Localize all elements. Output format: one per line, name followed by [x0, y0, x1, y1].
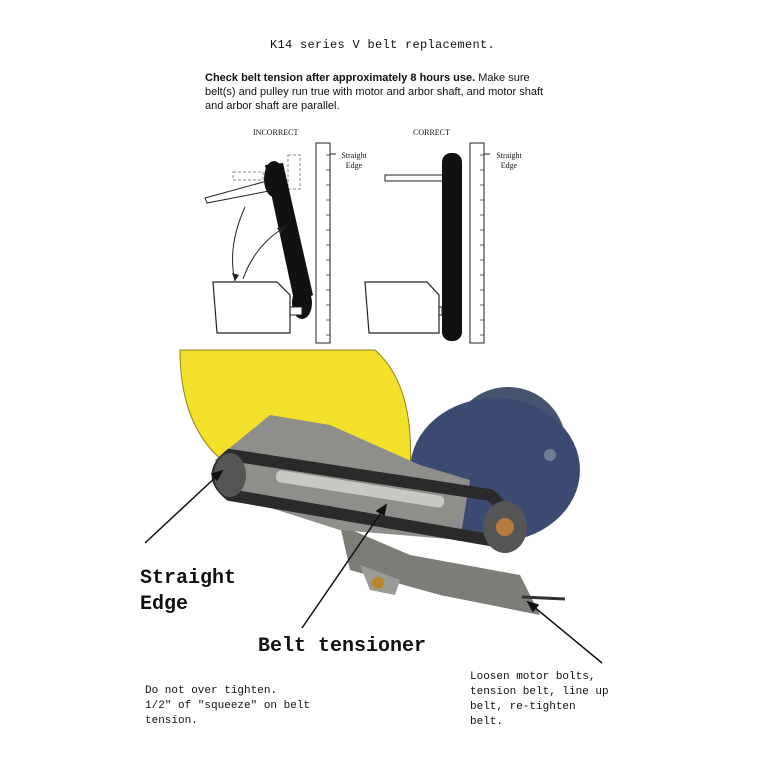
adjusting-bolt	[521, 595, 566, 601]
straight-edge-arrow	[144, 474, 219, 544]
incorrect-label: INCORRECT	[253, 128, 299, 137]
intro-bold-text: Check belt tension after approximately 8…	[205, 72, 476, 84]
correct-diagram	[364, 142, 490, 344]
loosen-note-line: Loosen motor bolts,	[470, 671, 596, 683]
motor-block	[364, 281, 440, 334]
motor-pulley-hub	[496, 518, 514, 536]
tensioner-rod	[275, 470, 445, 508]
straight-edge-label-line1: Straight	[341, 151, 367, 160]
incorrect-diagram	[204, 142, 336, 344]
straight-edge-callout-line2: Edge	[140, 593, 189, 616]
top-pulley	[264, 161, 284, 197]
loosen-note-line: belt, re-tighten	[470, 701, 576, 713]
arrowhead	[526, 600, 540, 613]
motor-bolt-arrow	[532, 605, 603, 664]
belt-aligned	[442, 153, 462, 341]
straight-edge-label-line2: Edge	[345, 161, 363, 170]
belt-alignment-diagrams	[204, 142, 490, 344]
straight-edge-ruler	[469, 142, 485, 344]
intro-text: Make sure belt(s) and pulley run true wi…	[205, 72, 544, 112]
arrowhead	[232, 273, 239, 281]
tighten-note: Do not over tighten. 1/2" of "squeeze" o…	[145, 684, 310, 729]
straight-edge-label-incorrect: Straight Edge	[334, 151, 374, 171]
pivot-bolt	[372, 577, 384, 589]
belt-tensioner-arrow	[301, 509, 384, 629]
arbor-pulley	[214, 453, 246, 497]
straight-edge-callout: Straight Edge	[140, 566, 236, 618]
belt-misaligned	[265, 163, 313, 305]
straight-edge-callout-line1: Straight	[140, 567, 237, 590]
motor-bolt	[544, 449, 556, 461]
ghost-pulley-outline	[287, 154, 301, 190]
ruler-ticks	[480, 154, 484, 336]
correct-label: CORRECT	[413, 128, 450, 137]
loosen-note-line: belt.	[470, 716, 504, 728]
straight-edge-label-line2: Edge	[500, 161, 518, 170]
belt-tensioner-callout: Belt tensioner	[258, 635, 427, 658]
base-casting	[340, 525, 540, 615]
intro-paragraph: Check belt tension after approximately 8…	[205, 71, 555, 113]
tighten-note-line: tension.	[145, 715, 198, 727]
ghost-shaft-outline	[232, 171, 264, 181]
saw-belt-photo	[179, 349, 580, 615]
tighten-note-line: 1/2" of "squeeze" on belt	[145, 700, 311, 712]
ruler-ticks	[326, 154, 330, 336]
loosen-note-line: tension belt, line up	[470, 686, 609, 698]
page-title: K14 series V belt replacement.	[269, 38, 496, 52]
straight-edge-label-correct: Straight Edge	[489, 151, 529, 171]
motor-block	[212, 281, 291, 334]
arrowhead	[277, 227, 285, 234]
arrowhead	[210, 469, 224, 482]
loosen-note: Loosen motor bolts, tension belt, line u…	[470, 670, 609, 730]
tighten-note-line: Do not over tighten.	[145, 685, 278, 697]
straight-edge-ruler	[315, 142, 331, 344]
straight-edge-label-line1: Straight	[496, 151, 522, 160]
arrowhead	[375, 503, 388, 517]
